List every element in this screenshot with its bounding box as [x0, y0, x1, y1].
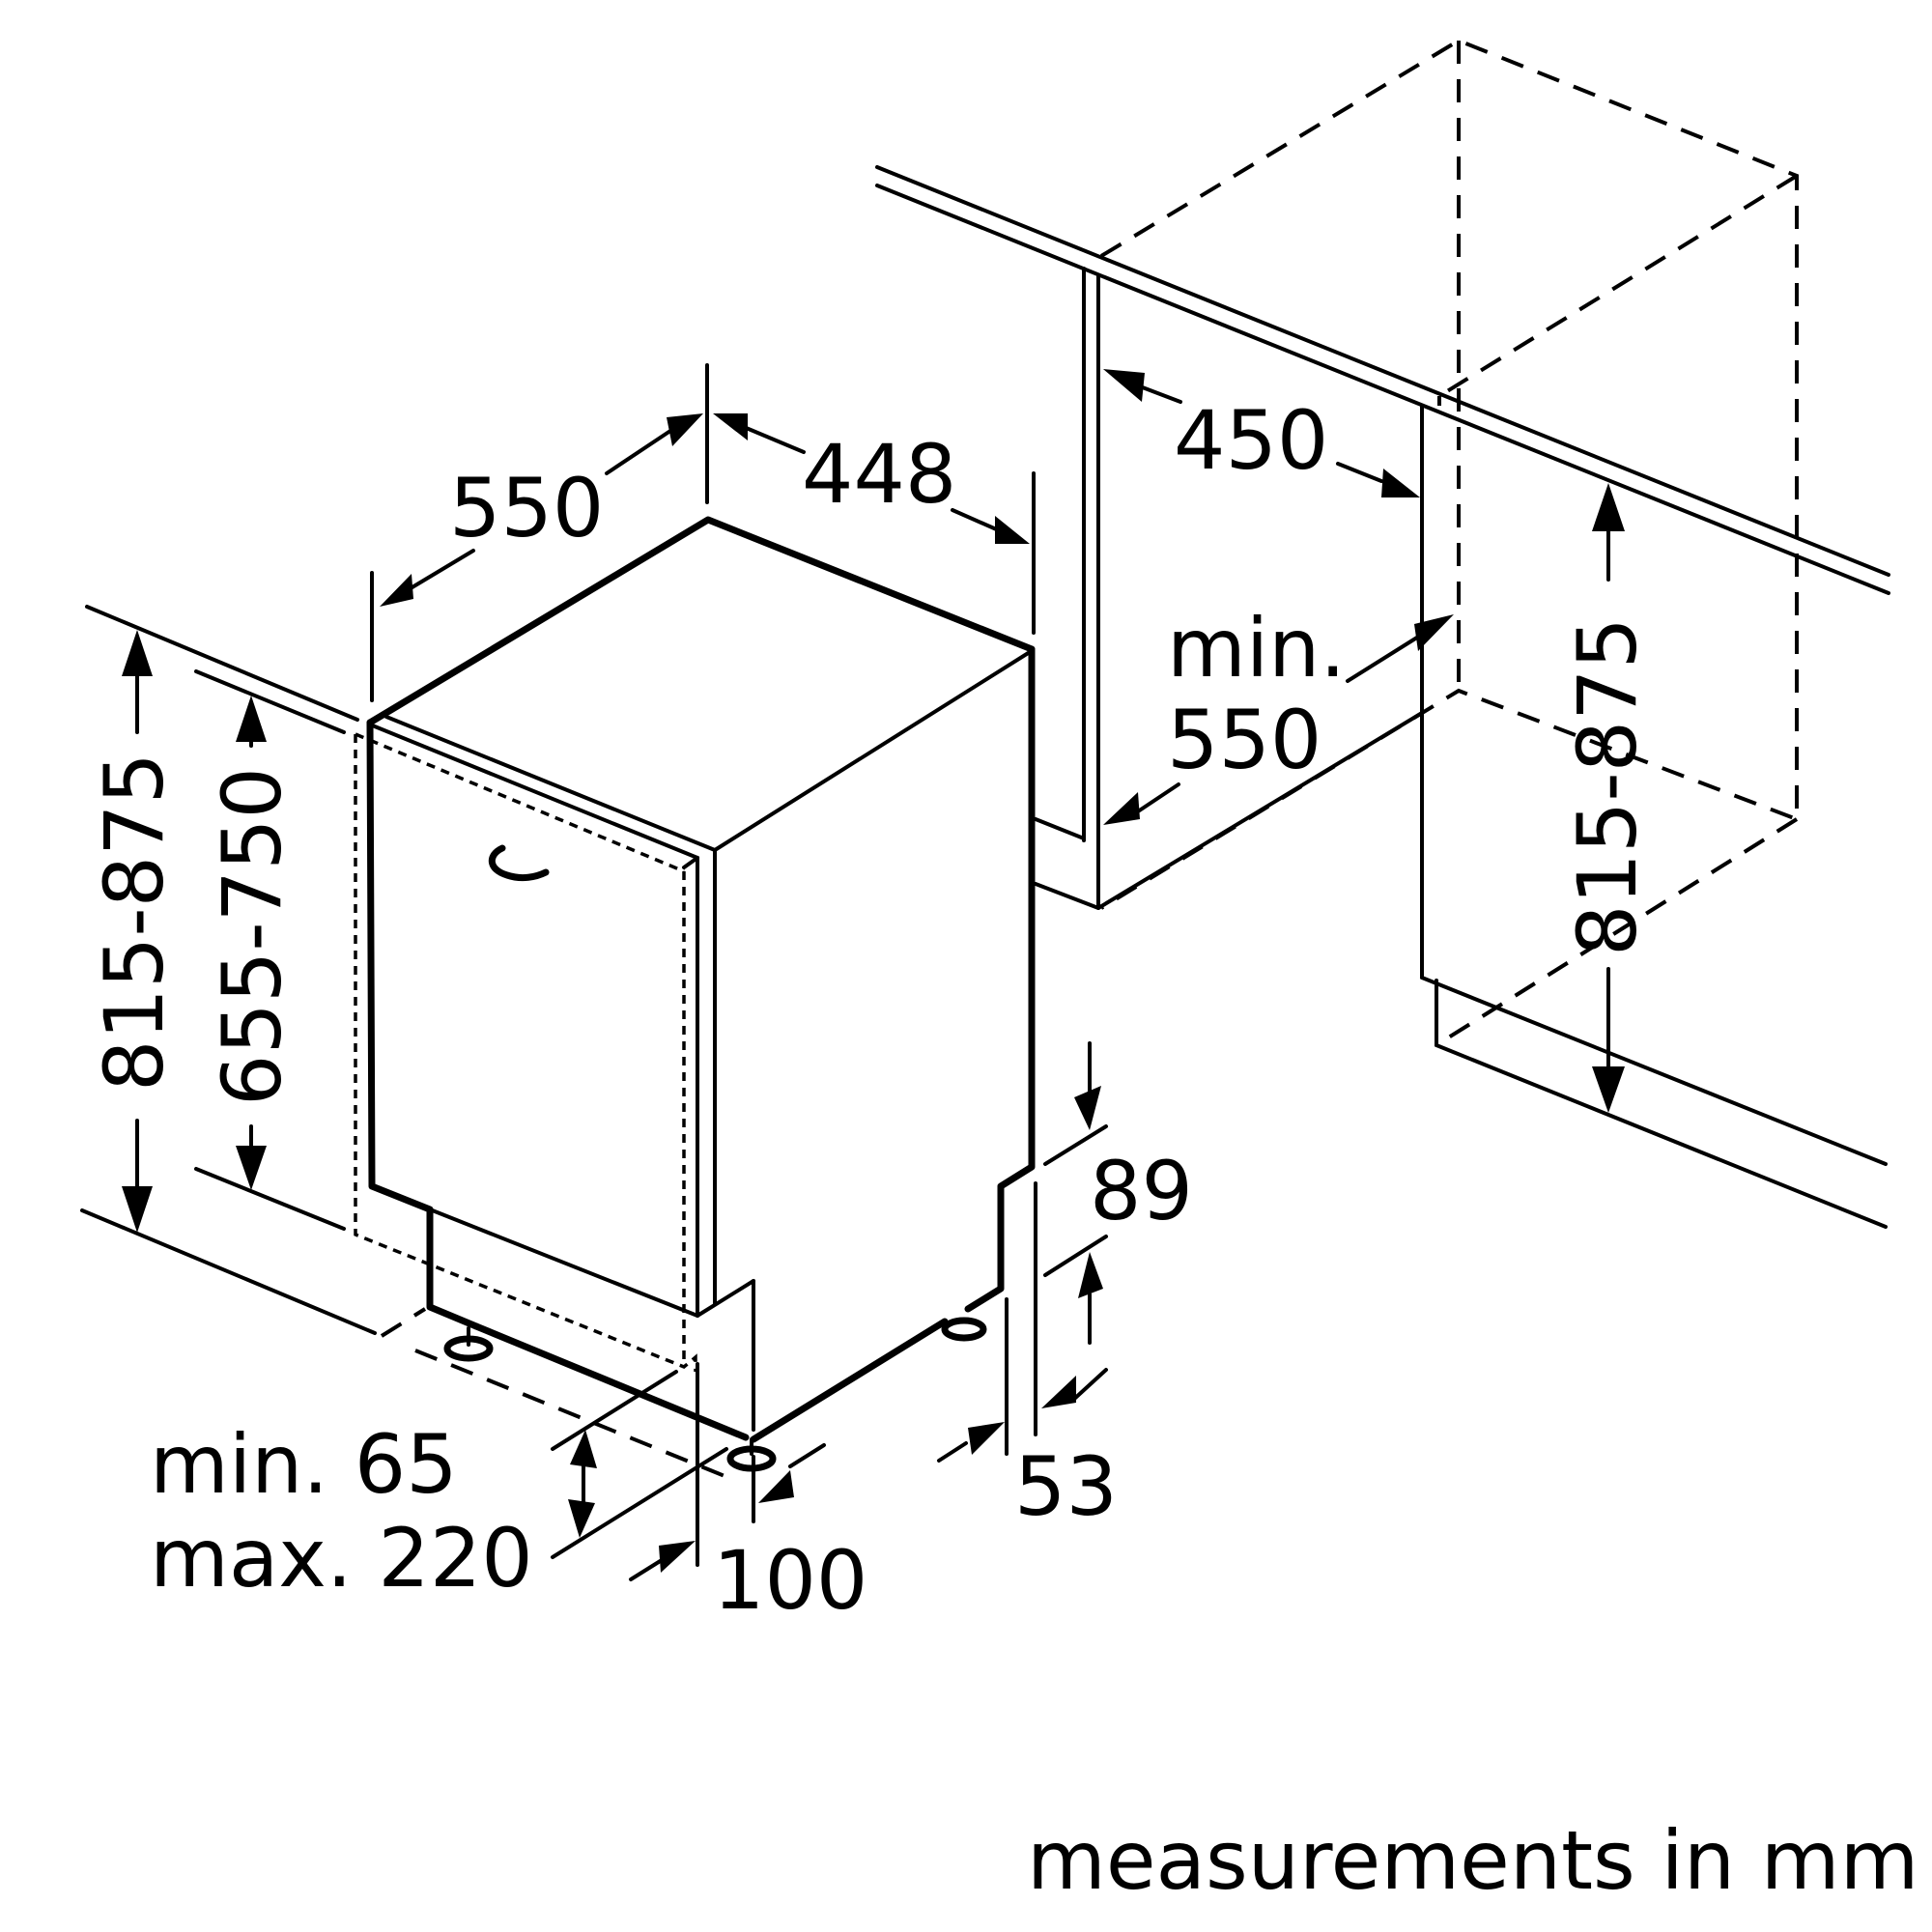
dishwasher [354, 516, 1036, 1443]
dimension-niche-depth [1103, 614, 1454, 825]
dimension-89 [1043, 1041, 1108, 1345]
dimension-height-right [1592, 483, 1625, 1113]
door-handle-icon [488, 844, 550, 882]
dimension-plinth-height [551, 1370, 728, 1559]
label-550: 550 [449, 461, 604, 555]
dimension-100 [629, 1362, 826, 1581]
dimension-53 [937, 1181, 1108, 1463]
label-niche-min: min. [1167, 601, 1346, 696]
dimension-height-inner [236, 696, 267, 1190]
dimension-550-448 [370, 363, 1036, 702]
dimension-height-left [122, 630, 153, 1233]
label-height-inner: 655-750 [205, 767, 299, 1106]
countertop [875, 165, 1890, 595]
label-plinth-min: min. 65 [150, 1417, 458, 1512]
label-448: 448 [802, 427, 956, 522]
label-height-right: 815-875 [1560, 617, 1655, 956]
label-53: 53 [1014, 1439, 1118, 1534]
label-plinth-max: max. 220 [150, 1511, 533, 1605]
label-89: 89 [1090, 1144, 1193, 1238]
units-note: measurements in mm [1027, 1813, 1918, 1908]
label-niche-550: 550 [1167, 693, 1321, 787]
label-450: 450 [1174, 393, 1328, 488]
upper-cabinet-dashed [1099, 38, 1799, 1045]
niche-walls [1034, 267, 1888, 1229]
label-height-left: 815-875 [87, 753, 182, 1092]
left-floor-lines [80, 605, 735, 1482]
label-100: 100 [713, 1533, 867, 1628]
dimension-450 [1103, 369, 1420, 497]
